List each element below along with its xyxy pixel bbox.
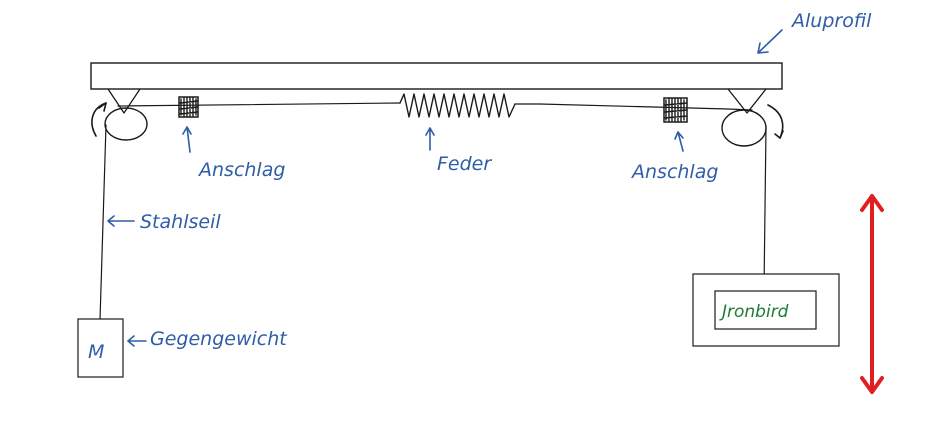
anschlag-right-label: Anschlag (630, 161, 718, 183)
right-support-triangle (727, 88, 767, 114)
right-rotation-arrowhead-icon (774, 130, 784, 139)
aluprofil-beam (90, 62, 783, 90)
left-support-triangle (107, 88, 141, 114)
horizontal-cable-left (117, 102, 401, 107)
counterweight-letter: M (88, 341, 104, 363)
spring-feder (399, 93, 516, 118)
ironbird-label: Jronbird (719, 302, 789, 322)
gegengewicht-label: Gegengewicht (150, 328, 288, 350)
left-stopper-hatch (179, 97, 199, 117)
left-steel-cable (99, 124, 107, 321)
anschlag-left-label: Anschlag (197, 159, 285, 181)
right-steel-cable (763, 126, 767, 291)
feder-label: Feder (437, 153, 492, 175)
counterweight-box (77, 318, 124, 378)
right-rotation-arrow-icon (767, 104, 784, 139)
left-rotation-arrowhead-icon (98, 102, 107, 112)
aluprofil-pointer-arrow-icon (757, 29, 783, 54)
ironbird-inner-box (714, 290, 817, 330)
anschlag-left-pointer-arrow-icon (182, 126, 192, 153)
gegengewicht-pointer-arrow-icon (127, 335, 147, 347)
motion-double-arrow-icon (860, 194, 884, 394)
feder-pointer-arrow-icon (425, 127, 435, 151)
horizontal-cable-right (514, 103, 753, 111)
aluprofil-label: Aluprofil (790, 10, 872, 32)
stahlseil-label: Stahlseil (140, 211, 221, 233)
right-stopper-hatch (664, 98, 688, 122)
anschlag-right-pointer-arrow-icon (674, 131, 684, 152)
left-pulley (104, 107, 148, 141)
right-pulley (721, 109, 767, 147)
stahlseil-pointer-arrow-icon (107, 215, 135, 227)
